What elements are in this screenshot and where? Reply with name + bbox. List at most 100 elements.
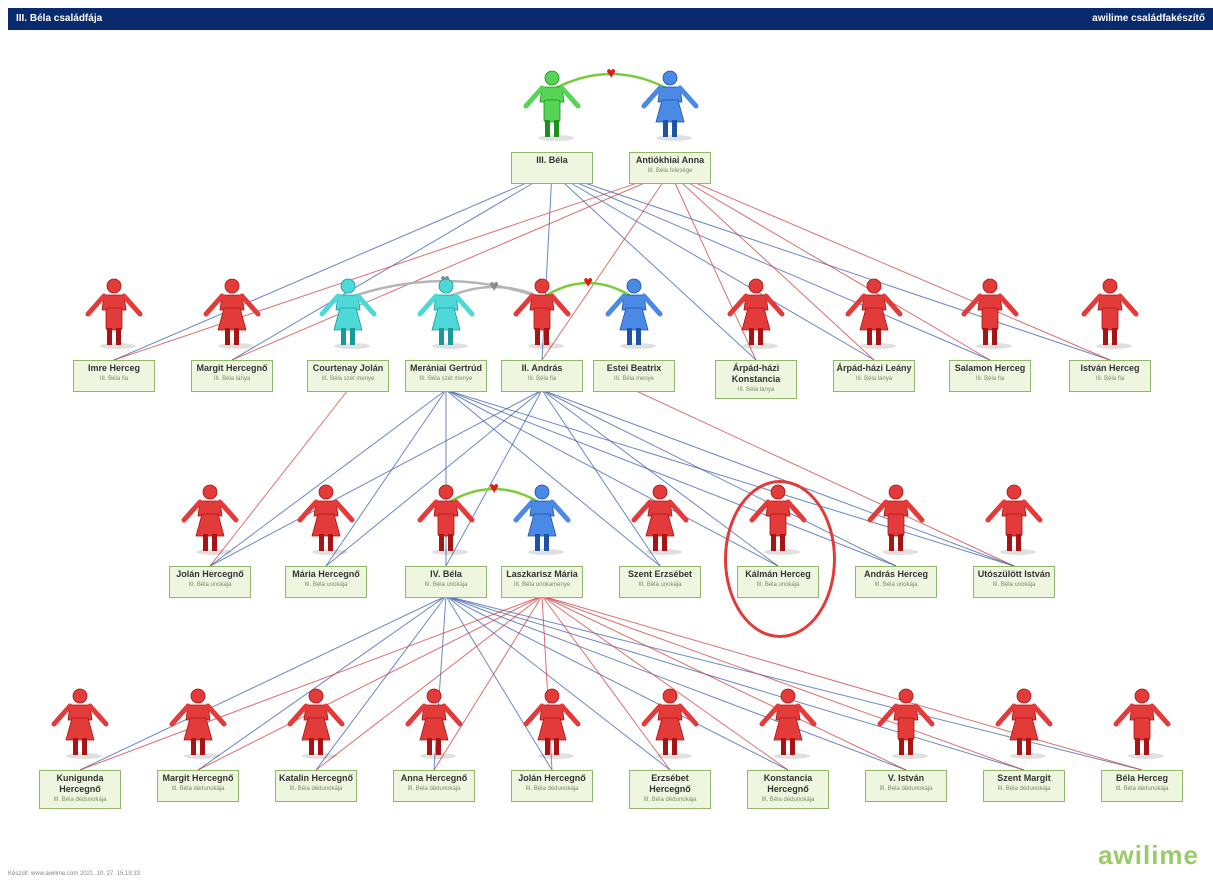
person-figure-icon[interactable] [404,688,464,760]
person-figure-icon[interactable] [168,688,228,760]
person-role: III. Béla lánya [855,376,893,382]
person-name: Anna Hercegnő [400,773,468,783]
person-role: III. Béla dédunokája [761,797,815,803]
person-role: III. Béla dédunokája [289,786,343,792]
descendant-line [541,595,789,771]
person-role: III. Béla dédunokája [997,786,1051,792]
person-role: III. Béla fia [1095,376,1125,382]
person-name: Jolán Hercegnő [176,569,244,579]
person-figure-icon[interactable] [1080,278,1140,350]
person-card[interactable]: III. Béla [511,152,593,184]
person-figure-icon[interactable] [318,278,378,350]
person-figure-icon[interactable] [876,688,936,760]
person-name: Utószülött István [977,569,1051,579]
descendant-line [445,389,779,567]
person-name: Estei Beatrix [606,363,662,373]
person-figure-icon[interactable] [984,484,1044,556]
person-figure-icon[interactable] [522,688,582,760]
person-role: III. Béla fia [975,376,1005,382]
heart-icon: ♥ [489,480,499,497]
person-role: III. Béla felesége [647,168,693,174]
footer-credit: Készült: www.awilime.com 2021. 10. 27. 1… [8,871,141,877]
person-role: III. Béla menye [613,376,655,382]
person-figure-icon[interactable] [512,278,572,350]
descendant-line [541,595,1143,771]
person-figure-icon[interactable] [726,278,786,350]
marriage-arc [445,487,543,506]
person-figure-icon[interactable] [202,278,262,350]
person-figure-icon[interactable] [994,688,1054,760]
person-figure-icon[interactable] [640,688,700,760]
descendant-line [315,595,447,771]
person-figure-icon[interactable] [180,484,240,556]
person-figure-icon[interactable] [960,278,1020,350]
person-role: III. Béla dédunokája [1115,786,1169,792]
person-figure-icon[interactable] [844,278,904,350]
descendant-line [231,171,671,361]
person-role: III. Béla unokája [874,582,918,588]
person-figure-icon[interactable] [84,278,144,350]
person-name: Margit Hercegnő [196,363,268,373]
person-figure-icon[interactable] [296,484,356,556]
descendant-line [113,171,671,361]
person-name: IV. Béla [430,569,462,579]
person-role: III. Béla dédunokája [879,786,933,792]
person-figure-icon[interactable] [604,278,664,350]
descendant-line [551,171,991,361]
title-bar: III. Béla családfája awilime családfakés… [8,8,1213,30]
person-figure-icon[interactable] [1112,688,1172,760]
person-name: Mária Hercegnő [292,569,360,579]
person-name: Szent Margit [997,773,1051,783]
person-figure-icon[interactable] [758,688,818,760]
person-role: III. Béla unokája [992,582,1036,588]
person-name: Margit Hercegnő [162,773,234,783]
descendant-line [209,389,447,567]
person-figure-icon[interactable] [512,484,572,556]
descendant-line [669,171,757,361]
descendant-line [445,595,671,771]
person-figure-icon[interactable] [866,484,926,556]
person-figure-icon[interactable] [630,484,690,556]
person-figure-icon[interactable] [416,278,476,350]
person-name: István Herceg [1080,363,1140,373]
descendant-line [445,595,789,771]
person-figure-icon[interactable] [50,688,110,760]
person-name: Imre Herceg [87,363,141,373]
person-figure-icon[interactable] [416,484,476,556]
person-figure-icon[interactable] [522,70,582,142]
descendant-line [445,595,1025,771]
person-figure-icon[interactable] [640,70,700,142]
person-figure-icon[interactable] [286,688,346,760]
person-role: III. Béla lánya [737,387,775,393]
descendant-line [541,595,553,771]
